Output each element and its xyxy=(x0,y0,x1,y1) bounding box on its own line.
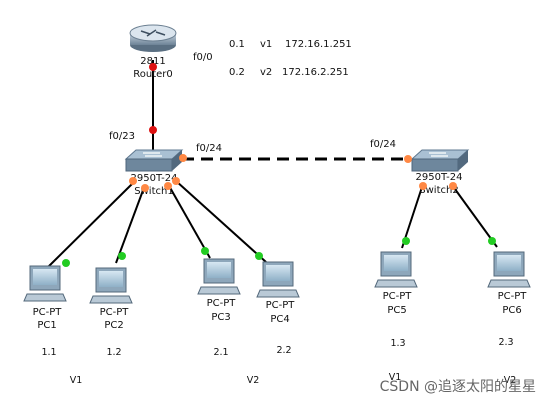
pc4-ip-label: 2.2 xyxy=(276,345,291,356)
switch1-name-label: Switch1 xyxy=(134,186,173,197)
link-switch1-pc3[interactable] xyxy=(167,183,211,259)
pc6-model-label: PC-PT xyxy=(498,291,528,302)
router0-icon[interactable] xyxy=(129,24,177,52)
port-indicators xyxy=(62,63,496,267)
switch2-model-label: 2950T-24 xyxy=(416,172,463,183)
links xyxy=(44,60,498,271)
port-led-switch1-pc1 xyxy=(129,177,137,185)
subif-2-number: 0.2 xyxy=(229,67,245,78)
csdn-watermark: CSDN @追逐太阳的星星 xyxy=(380,379,536,395)
switch1-icon[interactable] xyxy=(124,149,184,172)
subif-1-vlan: v1 xyxy=(260,39,272,50)
switch2-name-label: Switch2 xyxy=(419,185,458,196)
port-led-switch1-pc4 xyxy=(172,177,180,185)
port-led-switch2-pc5 xyxy=(419,182,427,190)
pc1-icon[interactable] xyxy=(23,265,67,302)
pc3-ip-label: 2.1 xyxy=(213,347,228,358)
pc6-icon[interactable] xyxy=(487,251,531,288)
pc2-icon[interactable] xyxy=(89,267,133,304)
pc3-name-label: PC3 xyxy=(211,312,230,323)
pc4-model-label: PC-PT xyxy=(266,300,296,311)
port-led-pc5 xyxy=(402,237,410,245)
pc2-ip-label: 1.2 xyxy=(106,347,121,358)
pc6-ip-label: 2.3 xyxy=(498,337,513,348)
port-led-pc4 xyxy=(255,252,263,260)
subif-1-number: 0.1 xyxy=(229,39,245,50)
pc2-model-label: PC-PT xyxy=(100,307,130,318)
port-led-pc1 xyxy=(62,259,70,267)
router-name-label: Router0 xyxy=(133,69,173,80)
link-switch1-pc1[interactable] xyxy=(44,182,134,271)
switch1-router-port-label: f0/23 xyxy=(109,131,135,142)
pc1-ip-label: 1.1 xyxy=(41,347,56,358)
pc3-icon[interactable] xyxy=(197,258,241,295)
link-switch1-pc4[interactable] xyxy=(175,180,267,263)
port-led-switch2-pc6 xyxy=(449,182,457,190)
vlan-label-left-v2: V2 xyxy=(247,375,260,386)
switch2-trunk-port-label: f0/24 xyxy=(370,139,396,150)
port-led-switch1-up xyxy=(149,126,157,134)
vlan-label-right-v1: V1 xyxy=(389,372,402,383)
port-led-router xyxy=(149,63,157,71)
router-port-label: f0/0 xyxy=(193,52,213,63)
switch1-trunk-port-label: f0/24 xyxy=(196,143,222,154)
port-led-pc2 xyxy=(118,252,126,260)
pc2-name-label: PC2 xyxy=(104,320,123,331)
pc5-name-label: PC5 xyxy=(387,305,406,316)
switch1-model-label: 2950T-24 xyxy=(131,173,178,184)
port-led-pc3 xyxy=(201,247,209,255)
pc5-ip-label: 1.3 xyxy=(390,338,405,349)
pc4-name-label: PC4 xyxy=(270,314,289,325)
port-led-switch1-pc2 xyxy=(141,184,149,192)
pc1-name-label: PC1 xyxy=(37,320,56,331)
pc5-icon[interactable] xyxy=(374,251,418,288)
port-led-switch2-trunk xyxy=(404,155,412,163)
link-switch1-pc2[interactable] xyxy=(115,184,146,264)
router-model-label: 2811 xyxy=(140,56,165,67)
pc5-model-label: PC-PT xyxy=(383,291,413,302)
subif-2-ip: 172.16.2.251 xyxy=(282,67,349,78)
port-led-switch1-pc3 xyxy=(164,182,172,190)
subif-2-vlan: v2 xyxy=(260,67,272,78)
port-led-pc6 xyxy=(488,237,496,245)
port-led-switch1-trunk xyxy=(179,154,187,162)
switch2-icon[interactable] xyxy=(410,149,470,172)
pc3-model-label: PC-PT xyxy=(207,298,237,309)
subif-1-ip: 172.16.1.251 xyxy=(285,39,352,50)
link-switch2-pc6[interactable] xyxy=(451,184,498,248)
pc1-model-label: PC-PT xyxy=(33,307,63,318)
pc4-icon[interactable] xyxy=(256,261,300,298)
pc6-name-label: PC6 xyxy=(502,305,521,316)
vlan-label-right-v2: V2 xyxy=(504,375,517,386)
vlan-label-left-v1: V1 xyxy=(70,375,83,386)
